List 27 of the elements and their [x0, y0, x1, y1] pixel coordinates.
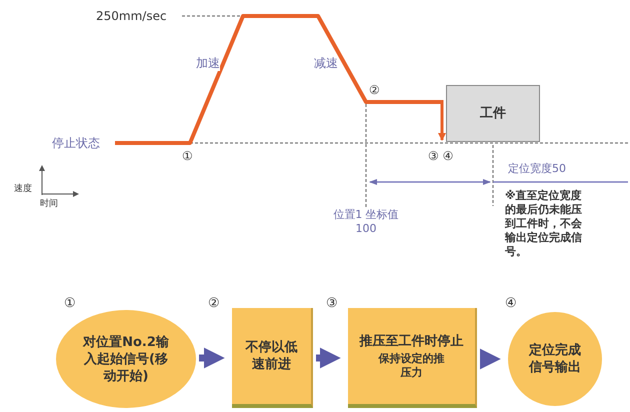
phase-label: 减速	[314, 56, 338, 71]
width-label: 定位宽度50	[508, 162, 566, 176]
step-text: 保持设定的推压力	[378, 352, 444, 380]
step-number: ③ ④	[428, 149, 454, 164]
arrow	[480, 348, 501, 370]
step-number: ②	[208, 297, 220, 311]
phase-label: 加速	[196, 56, 220, 71]
step-number: ①	[182, 149, 193, 164]
workpiece-label: 工件	[479, 105, 507, 122]
note-text: ※直至定位宽度的最后仍未能压到工件时，不会输出定位完成信号。	[505, 189, 583, 259]
step-text: 对位置No.2输入起始信号(移动开始)	[82, 334, 170, 384]
step-text: 定位完成信号输出	[528, 342, 582, 376]
step-box	[348, 308, 477, 408]
workpiece-box	[446, 85, 540, 142]
step-text: 推压至工件时停止	[358, 332, 464, 350]
step-number: ①	[64, 297, 76, 311]
axis-label: 时间	[40, 198, 58, 210]
step-number: ③	[326, 297, 338, 311]
arrow	[199, 348, 225, 368]
speed-value-label: 250mm/sec	[96, 9, 167, 24]
step-number: ④	[505, 297, 517, 311]
axis-label: 速度	[14, 183, 32, 195]
arrow	[316, 348, 341, 368]
step-number: ②	[369, 83, 380, 98]
step-box	[232, 308, 313, 408]
step-text: 不停以低速前进	[244, 339, 298, 373]
state-label: 停止状态	[52, 136, 100, 151]
